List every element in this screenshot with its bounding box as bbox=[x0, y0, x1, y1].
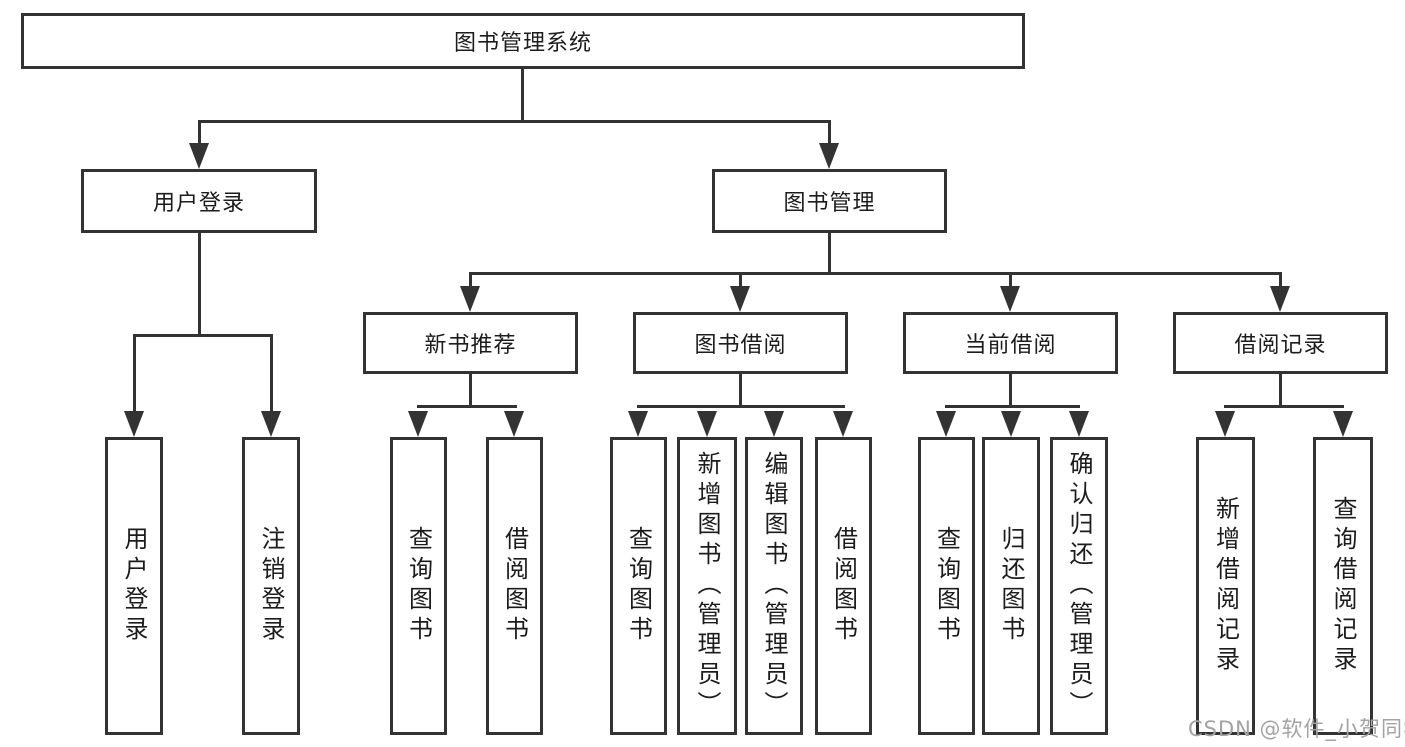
arrow-down-icon bbox=[628, 411, 648, 437]
connector-group-rail bbox=[1224, 405, 1344, 408]
node-query-books-recommend: 查询图书 bbox=[390, 437, 447, 735]
connector-user-rail bbox=[133, 334, 273, 337]
node-borrow-records: 借阅记录 bbox=[1173, 312, 1388, 374]
arrow-down-icon bbox=[833, 411, 853, 437]
node-borrow-records-label: 借阅记录 bbox=[1234, 333, 1327, 358]
node-query-books-current-label: 查询图书 bbox=[932, 526, 961, 646]
node-borrow-books-leaf-label: 借阅图书 bbox=[829, 526, 858, 646]
arrow-down-icon bbox=[1270, 286, 1290, 312]
node-user-login-leaf: 用户登录 bbox=[105, 437, 163, 735]
node-edit-book-admin: 编辑图书（管理员） bbox=[745, 437, 803, 735]
connector-user-child-drop bbox=[270, 334, 273, 414]
node-add-borrow-record: 新增借阅记录 bbox=[1196, 437, 1255, 735]
arrow-down-icon bbox=[504, 411, 524, 437]
connector-book-mgmt-drop bbox=[828, 120, 831, 146]
connector-level2-rail bbox=[198, 120, 831, 123]
arrow-down-icon bbox=[730, 286, 750, 312]
arrow-down-icon bbox=[460, 286, 480, 312]
node-root-label: 图书管理系统 bbox=[453, 31, 592, 56]
node-logout-leaf-label: 注销登录 bbox=[257, 526, 285, 646]
node-query-borrow-record-label: 查询借阅记录 bbox=[1329, 496, 1357, 676]
connector-group-rail bbox=[417, 405, 517, 408]
arrow-down-icon bbox=[124, 411, 144, 437]
connector-root-stem bbox=[521, 69, 524, 122]
arrow-down-icon bbox=[697, 411, 717, 437]
connector-level3-drop bbox=[1279, 272, 1282, 288]
node-user-login: 用户登录 bbox=[81, 169, 317, 233]
node-logout-leaf: 注销登录 bbox=[242, 437, 300, 735]
node-user-login-label: 用户登录 bbox=[152, 191, 245, 216]
node-add-book-admin-label: 新增图书（管理员） bbox=[693, 451, 721, 721]
node-new-book-recommend-label: 新书推荐 bbox=[424, 333, 517, 358]
node-query-borrow-record: 查询借阅记录 bbox=[1313, 437, 1373, 735]
connector-group-stem bbox=[469, 374, 472, 408]
node-query-books-current: 查询图书 bbox=[918, 437, 975, 735]
node-add-book-admin: 新增图书（管理员） bbox=[677, 437, 737, 735]
node-borrow-books-recommend: 借阅图书 bbox=[486, 437, 543, 735]
arrow-down-icon bbox=[1215, 411, 1235, 437]
watermark: CSDN @软件_小贺同学 bbox=[1188, 717, 1405, 741]
node-book-management: 图书管理 bbox=[712, 169, 947, 233]
connector-group-rail bbox=[945, 405, 1080, 408]
arrow-down-icon bbox=[1000, 286, 1020, 312]
node-current-borrow: 当前借阅 bbox=[903, 312, 1118, 374]
node-root: 图书管理系统 bbox=[21, 13, 1025, 69]
connector-group-rail bbox=[637, 405, 845, 408]
node-query-books-borrow-label: 查询图书 bbox=[624, 526, 653, 646]
node-return-books: 归还图书 bbox=[982, 437, 1040, 735]
connector-group-stem bbox=[1279, 374, 1282, 408]
arrow-down-icon bbox=[1333, 411, 1353, 437]
arrow-down-icon bbox=[819, 143, 839, 169]
node-book-management-label: 图书管理 bbox=[783, 191, 876, 216]
node-user-login-leaf-label: 用户登录 bbox=[120, 526, 148, 646]
node-borrow-books-leaf: 借阅图书 bbox=[815, 437, 872, 735]
node-new-book-recommend: 新书推荐 bbox=[363, 312, 578, 374]
connector-user-stem bbox=[198, 233, 201, 337]
arrow-down-icon bbox=[408, 411, 428, 437]
connector-level3-rail bbox=[469, 272, 1282, 275]
node-query-books-recommend-label: 查询图书 bbox=[404, 526, 433, 646]
node-book-borrow: 图书借阅 bbox=[633, 312, 848, 374]
node-book-borrow-label: 图书借阅 bbox=[694, 333, 787, 358]
connector-level3-drop bbox=[469, 272, 472, 288]
connector-level3-drop bbox=[739, 272, 742, 288]
arrow-down-icon bbox=[1001, 411, 1021, 437]
node-edit-book-admin-label: 编辑图书（管理员） bbox=[760, 451, 788, 721]
node-current-borrow-label: 当前借阅 bbox=[964, 333, 1057, 358]
node-add-borrow-record-label: 新增借阅记录 bbox=[1211, 496, 1240, 676]
node-borrow-books-recommend-label: 借阅图书 bbox=[500, 526, 529, 646]
connector-user-login-drop bbox=[198, 120, 201, 146]
node-query-books-borrow: 查询图书 bbox=[610, 437, 667, 735]
connector-user-child-drop bbox=[133, 334, 136, 414]
arrow-down-icon bbox=[261, 411, 281, 437]
node-confirm-return-admin-label: 确认归还（管理员） bbox=[1065, 451, 1093, 721]
node-confirm-return-admin: 确认归还（管理员） bbox=[1050, 437, 1108, 735]
connector-group-stem bbox=[739, 374, 742, 408]
arrow-down-icon bbox=[936, 411, 956, 437]
arrow-down-icon bbox=[764, 411, 784, 437]
arrow-down-icon bbox=[1069, 411, 1089, 437]
node-return-books-label: 归还图书 bbox=[997, 526, 1025, 646]
connector-level3-drop bbox=[1009, 272, 1012, 288]
connector-group-stem bbox=[1009, 374, 1012, 408]
arrow-down-icon bbox=[189, 143, 209, 169]
connector-mgmt-stem bbox=[828, 233, 831, 275]
